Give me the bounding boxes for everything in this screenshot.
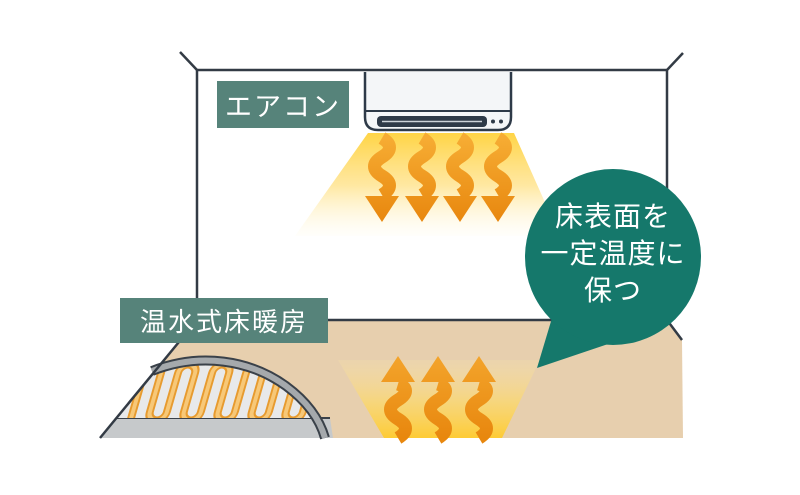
bubble-text: 床表面を 一定温度に 保つ [523,198,703,309]
label-aircon: エアコン [217,81,349,128]
ac-indicator-light [491,119,495,124]
heating-pipes-icon [125,362,321,418]
label-floor-heating: 温水式床暖房 [120,298,328,343]
bubble-line-1: 床表面を [554,200,671,233]
heat-up-arrows-icon [381,356,496,438]
bubble-line-2: 一定温度に [540,237,686,270]
speech-bubble [525,169,701,368]
ac-indicator-light [499,119,503,124]
bubble-line-3: 保つ [583,274,642,307]
floor-heating-panel [100,355,333,440]
air-conditioner-icon [363,72,513,132]
panel-front-edge [100,418,333,438]
